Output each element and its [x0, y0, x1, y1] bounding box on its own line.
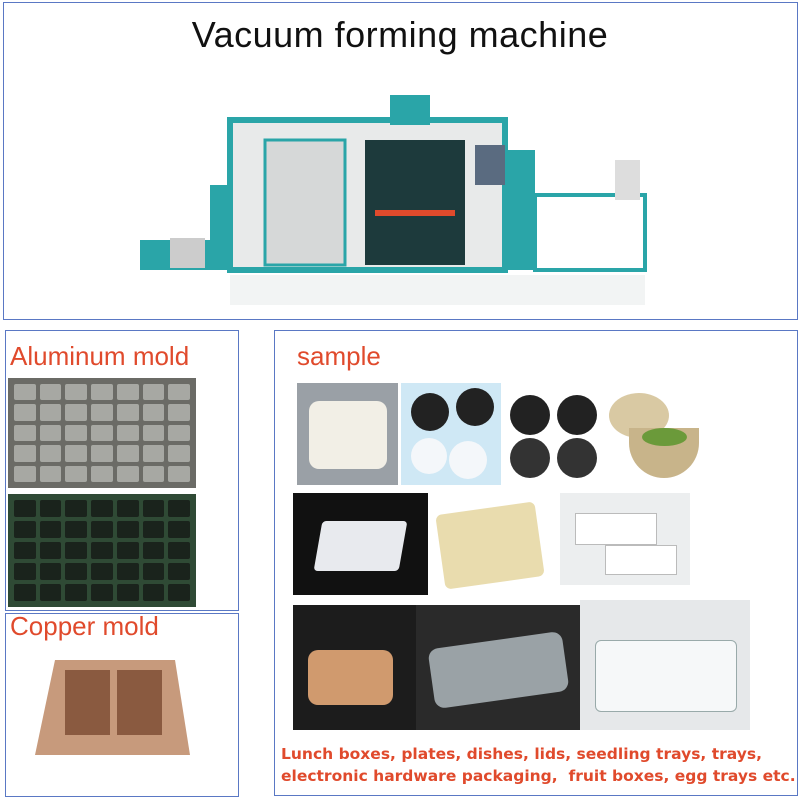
sample-plate-image — [297, 383, 398, 485]
sample-clamshell-image — [580, 600, 750, 730]
page-title: Vacuum forming machine — [191, 14, 609, 55]
aluminum-mold-label: Aluminum mold — [10, 341, 190, 371]
aluminum-mold-panel — [5, 330, 239, 611]
caption-line-1: Lunch boxes, plates, dishes, lids, seedl… — [281, 745, 762, 763]
sample-egg-tray-image — [293, 605, 416, 730]
vacuum-forming-machine-image — [135, 90, 660, 315]
copper-mold-image — [35, 655, 190, 760]
copper-mold-panel — [5, 613, 239, 797]
sample-cup-lids-image — [502, 383, 604, 485]
sample-electronics-tray-image — [560, 493, 690, 585]
sample-fruit-box-image — [416, 605, 580, 730]
machine-panel — [3, 2, 798, 320]
sample-caption: Lunch boxes, plates, dishes, lids, seedl… — [281, 743, 796, 787]
aluminum-mold-image-1 — [8, 378, 196, 488]
sample-bowls-image — [607, 383, 705, 490]
aluminum-mold-image-2 — [8, 494, 196, 607]
sample-panel — [274, 330, 798, 796]
copper-mold-label: Copper mold — [10, 611, 159, 641]
caption-line-2: electronic hardware packaging, fruit box… — [281, 767, 796, 785]
sample-white-tray-image — [293, 493, 428, 595]
sample-lids-image — [401, 383, 501, 485]
sample-compartment-tray-image — [430, 493, 555, 595]
sample-label: sample — [297, 341, 381, 371]
